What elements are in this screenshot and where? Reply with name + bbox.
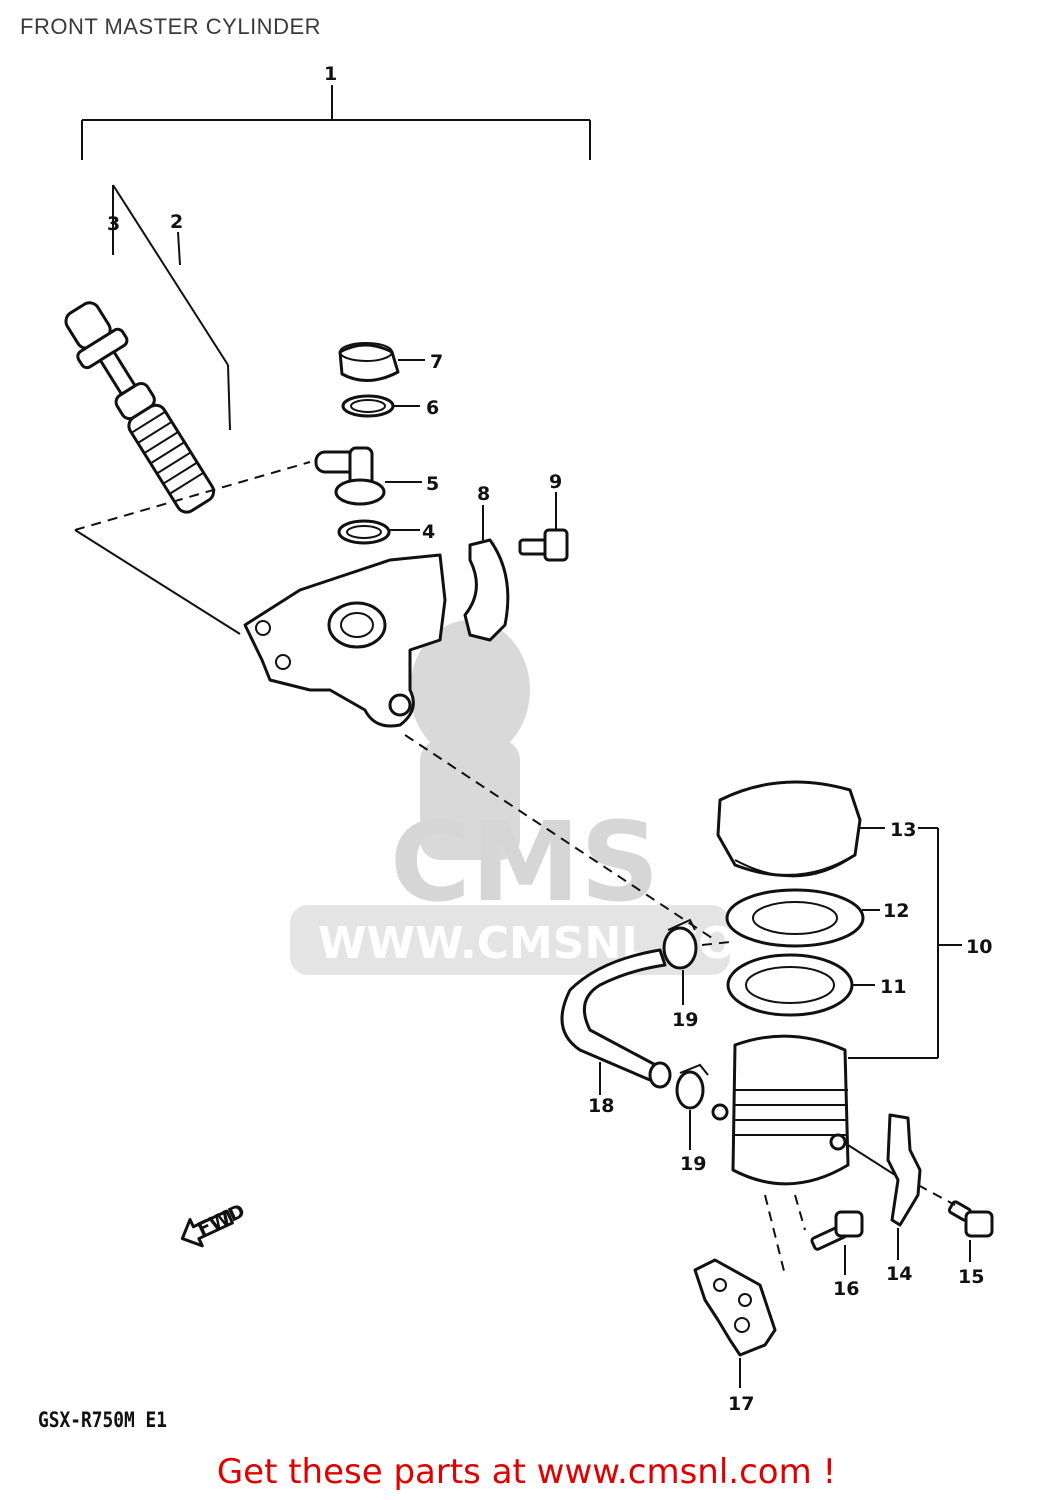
watermark-brand: CMS [390,798,659,926]
clamp-bolt [518,492,569,562]
watermark: CMS WWW.CMSNL.COM [290,620,780,975]
callout-13: 13 [890,819,916,841]
reservoir-hose [560,918,709,1150]
handlebar-clamp [463,505,510,642]
page-title: FRONT MASTER CYLINDER [20,14,322,39]
callout-18: 18 [588,1095,614,1117]
reservoir-tank [711,1034,850,1186]
callout-17: 17 [728,1393,754,1415]
fwd-arrow-icon: FWD [180,1200,248,1248]
assembly-guide-lines [74,461,731,946]
callout-11: 11 [880,976,906,998]
callout-7: 7 [430,351,443,373]
callout-labels: 1 2 3 4 5 6 7 8 9 10 11 12 13 14 15 16 1… [107,63,992,1415]
callout-14: 14 [886,1263,912,1285]
callout-19-top: 19 [672,1009,698,1031]
callout-15: 15 [958,1266,984,1288]
piston-assembly [64,184,231,514]
callout-8: 8 [477,483,490,505]
callout-19-bottom: 19 [680,1153,706,1175]
callout-6: 6 [426,397,439,419]
callout-3: 3 [107,213,120,235]
get-parts-link[interactable]: Get these parts at www.cmsnl.com ! [216,1452,837,1492]
watermark-mascot [410,620,530,760]
callout-4: 4 [422,521,435,543]
callout-12: 12 [883,900,909,922]
model-code: GSX-R750M E1 [38,1408,167,1432]
callout-10: 10 [966,936,992,958]
reservoir-fitting-parts [314,342,425,545]
bracket-part-1 [81,85,591,160]
callout-16: 16 [833,1278,859,1300]
watermark-mascot-body [420,740,520,860]
watermark-url: WWW.CMSNL.COM [318,918,780,969]
fwd-arrow-label: FWD [194,1200,248,1241]
callout-1: 1 [324,63,337,85]
reservoir-mounting-parts [693,1113,994,1388]
master-cylinder-body [243,553,447,728]
callout-9: 9 [549,471,562,493]
watermark-url-bar [290,905,730,975]
callout-2: 2 [170,211,183,233]
callout-5: 5 [426,473,439,495]
bracket-part-10 [848,827,962,1059]
reservoir-cap-assembly [716,780,885,1017]
